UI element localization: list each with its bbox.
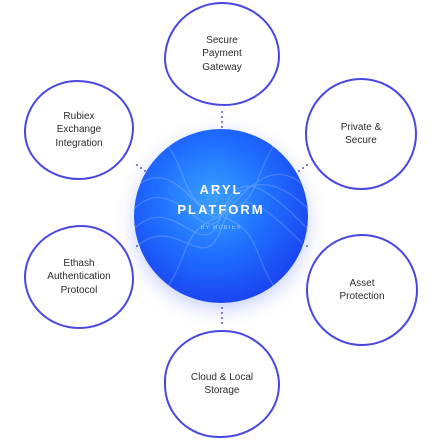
node-secure-payment-gateway: Secure Payment Gateway bbox=[164, 2, 280, 106]
node-label: Rubiex Exchange Integration bbox=[55, 110, 103, 149]
node-private-secure: Private & Secure bbox=[305, 78, 417, 190]
node-cloud-local-storage: Cloud & Local Storage bbox=[164, 330, 280, 438]
node-label: Cloud & Local Storage bbox=[190, 371, 254, 397]
node-label: Private & Secure bbox=[340, 121, 382, 147]
node-label: Ethash Authentication Protocol bbox=[47, 257, 111, 296]
node-asset-protection: Asset Protection bbox=[306, 234, 418, 346]
hub-title-line2: PLATFORM bbox=[177, 202, 265, 217]
hub-subtitle: BY RUBIEX bbox=[200, 225, 242, 231]
node-ethash-authentication-protocol: Ethash Authentication Protocol bbox=[24, 225, 134, 329]
aryl-platform-hub: ARYL PLATFORM BY RUBIEX bbox=[134, 129, 308, 303]
node-label: Secure Payment Gateway bbox=[202, 34, 242, 73]
node-rubiex-exchange-integration: Rubiex Exchange Integration bbox=[24, 80, 134, 180]
hub-wave-pattern bbox=[134, 129, 308, 303]
hub-title-line1: ARYL bbox=[199, 182, 243, 197]
node-label: Asset Protection bbox=[339, 277, 385, 303]
